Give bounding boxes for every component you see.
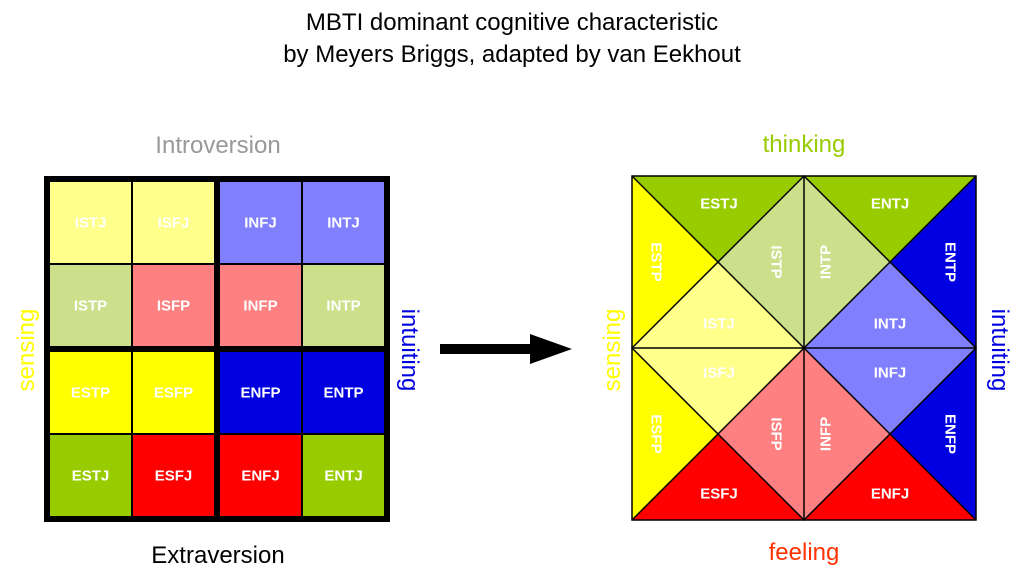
introversion-label: Introversion (155, 132, 280, 159)
region-entp (890, 176, 976, 348)
region-label: ISFJ (703, 365, 735, 382)
right-diagram-lines (630, 174, 978, 522)
region-label: ESFP (648, 414, 665, 453)
grid-cell-infp (220, 265, 301, 346)
grid-cell-label: ENFJ (241, 468, 279, 485)
right-sensing-label: sensing (599, 309, 626, 392)
region-isfp (718, 348, 804, 520)
grid-cell-label: ISTJ (75, 215, 107, 232)
region-infp (804, 348, 890, 520)
grid-cell-entp (303, 352, 384, 433)
grid-cell-istj (50, 182, 131, 263)
title-line-2: by Meyers Briggs, adapted by van Eekhout (283, 41, 741, 68)
left-sensing-label: sensing (13, 309, 40, 392)
region-intp (804, 176, 890, 348)
region-label: ENTP (942, 242, 959, 282)
region-enfp (890, 348, 976, 520)
grid-cell-label: ENFP (240, 385, 280, 402)
thinking-label: thinking (763, 131, 846, 158)
grid-cell-label: INTJ (327, 215, 360, 232)
region-esfp (632, 348, 718, 520)
grid-cell-intj (303, 182, 384, 263)
grid-cell-esfj (133, 435, 214, 516)
grid-cell-label: INTP (326, 298, 360, 315)
region-entj (804, 176, 976, 262)
right-diagram: ESTJ ENTJ ESTP ISTP INTP ENTP ISTJ INTJ ISFJ INFJ… (630, 174, 978, 522)
region-istj (632, 262, 804, 348)
right-diagram-labels: ESTJ ENTJ ESTP ISTP INTP ENTP ISTJ INTJ ISFJ INFJ… (648, 196, 959, 503)
grid-cell-label: ISFP (157, 298, 190, 315)
region-label: INFJ (874, 365, 907, 382)
region-esfj (632, 434, 804, 520)
left-grid: ISTJ ISFJ INFJ INTJ ISTP ISFP INFP INTP ESTP ESFP… (44, 176, 390, 522)
region-intj (804, 262, 976, 348)
grid-cell-label: ESFP (154, 385, 193, 402)
grid-cell-label: ENTJ (324, 468, 362, 485)
grid-cell-label: ISTP (74, 298, 107, 315)
extraversion-label: Extraversion (151, 542, 284, 569)
arrow-icon (440, 334, 572, 364)
region-label: ISTJ (703, 316, 735, 333)
region-infj (804, 348, 976, 434)
title-line-1: MBTI dominant cognitive characteristic (306, 9, 718, 36)
left-grid-cells: ISTJ ISFJ INFJ INTJ ISTP ISFP INFP INTP ESTP ESFP… (50, 182, 384, 516)
region-istp (718, 176, 804, 348)
region-label: INTP (818, 245, 835, 279)
grid-cell-enfj (220, 435, 301, 516)
grid-cell-label: ESTP (71, 385, 110, 402)
left-intuiting-label: intuiting (396, 309, 423, 392)
grid-cell-isfp (133, 265, 214, 346)
grid-cell-intp (303, 265, 384, 346)
grid-cell-istp (50, 265, 131, 346)
grid-cell-label: ESTJ (72, 468, 110, 485)
grid-cell-label: ESFJ (155, 468, 193, 485)
grid-cell-enfp (220, 352, 301, 433)
region-label: INFP (818, 417, 835, 451)
grid-cell-infj (220, 182, 301, 263)
grid-cell-isfj (133, 182, 214, 263)
grid-cell-label: INFJ (244, 215, 277, 232)
region-label: ISFP (768, 417, 785, 450)
grid-cell-label: ISFJ (158, 215, 190, 232)
right-diagram-regions (632, 176, 976, 520)
grid-cell-esfp (133, 352, 214, 433)
region-estp (632, 176, 718, 348)
feeling-label: feeling (769, 539, 840, 566)
region-label: ESTJ (700, 196, 738, 213)
grid-cell-entj (303, 435, 384, 516)
right-intuiting-label: intuiting (986, 309, 1013, 392)
region-enfj (804, 434, 976, 520)
region-label: ESFJ (700, 486, 738, 503)
region-label: ESTP (648, 242, 665, 281)
grid-cell-estp (50, 352, 131, 433)
region-label: ENTJ (871, 196, 909, 213)
region-label: ENFP (942, 414, 959, 454)
region-label: ISTP (768, 245, 785, 278)
grid-cell-label: ENTP (323, 385, 363, 402)
region-label: INTJ (874, 316, 907, 333)
grid-cell-estj (50, 435, 131, 516)
region-isfj (632, 348, 804, 434)
region-label: ENFJ (871, 486, 909, 503)
grid-cell-label: INFP (243, 298, 277, 315)
region-estj (632, 176, 804, 262)
